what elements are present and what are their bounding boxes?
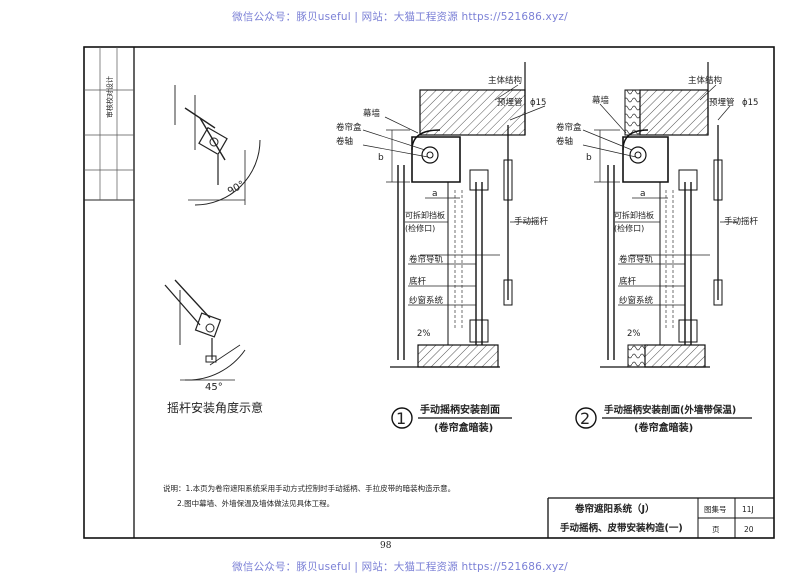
angle-45-label: 45° <box>205 382 223 393</box>
s1-dim-b: b <box>378 153 384 163</box>
s2-main-structure: 主体结构 <box>688 75 722 86</box>
s2-phi: ϕ15 <box>742 98 758 108</box>
page-number: 98 <box>380 541 392 551</box>
s1-box: 卷帘盒 <box>336 122 362 133</box>
s1-pre-buried-pipe: 预埋管 <box>497 97 523 108</box>
watermark-top: 微信公众号：豚贝useful | 网站：大猫工程资源 https://52168… <box>232 11 568 23</box>
s2-curtain-wall: 幕墙 <box>592 95 610 106</box>
s2-number-circle <box>575 407 597 429</box>
s2-bottom-bar: 底杆 <box>619 276 637 287</box>
s1-screen: 纱窗系统 <box>409 295 444 306</box>
section-1-drawing <box>362 62 546 368</box>
s1-number: 1 <box>396 409 406 428</box>
s2-axle: 卷轴 <box>556 136 573 147</box>
s1-dim-a: a <box>432 189 438 199</box>
s2-dim-b: b <box>586 153 592 163</box>
s1-axle: 卷轴 <box>336 136 353 147</box>
s2-pre-buried-pipe: 预埋管 <box>709 97 735 108</box>
s2-access-door-2: (检修口) <box>614 223 644 233</box>
page-value: 20 <box>744 525 754 534</box>
angle-90-label: 90° <box>226 179 247 197</box>
page-label: 页 <box>712 525 720 534</box>
s1-access-door-2: (检修口) <box>405 223 435 233</box>
crank-angle-upper: 90° <box>174 85 261 206</box>
s1-bottom-bar: 底杆 <box>409 276 427 287</box>
s1-title: 手动摇柄安装剖面 <box>420 403 500 416</box>
note-line-2: 2.图中幕墙、外墙保温及墙体做法见具体工程。 <box>177 498 334 508</box>
crank-angle-caption: 摇杆安装角度示意 <box>167 400 263 415</box>
review-strip: 审核校对设计 <box>84 47 134 201</box>
crank-angle-lower: 45° <box>164 279 246 393</box>
s1-subtitle: (卷帘盒暗装) <box>434 421 493 434</box>
s2-subtitle: (卷帘盒暗装) <box>634 421 693 434</box>
s1-crank-rod: 手动摇杆 <box>514 216 549 227</box>
s2-guide-rail: 卷帘导轨 <box>619 254 654 265</box>
s2-screen: 纱窗系统 <box>619 295 654 306</box>
title-block <box>547 497 774 538</box>
s2-dim-a: a <box>640 189 646 199</box>
section-2-drawing <box>582 62 738 368</box>
s2-number: 2 <box>580 409 590 428</box>
s2-title: 手动摇柄安装剖面(外墙带保温) <box>604 404 736 416</box>
s1-curtain-wall: 幕墙 <box>363 108 381 119</box>
note-line-1: 说明：1.本页为卷帘遮阳系统采用手动方式控制时手动摇柄、手拉皮带的暗装构造示意。 <box>163 483 455 493</box>
atlas-label: 图集号 <box>704 504 727 514</box>
watermark-bottom: 微信公众号：豚贝useful | 网站：大猫工程资源 https://52168… <box>232 561 568 573</box>
s2-slope: 2% <box>627 329 641 339</box>
s1-access-door: 可拆卸挡板 <box>405 210 445 220</box>
s1-slope: 2% <box>417 329 431 339</box>
s1-phi: ϕ15 <box>530 98 546 108</box>
s1-main-structure: 主体结构 <box>488 75 522 86</box>
s2-box: 卷帘盒 <box>556 122 582 133</box>
atlas-value: 11J <box>742 505 754 514</box>
s2-access-door: 可拆卸挡板 <box>614 210 654 220</box>
s2-crank-rod: 手动摇杆 <box>724 216 759 227</box>
title-block-title-1: 卷帘遮阳系统（J） <box>574 503 655 515</box>
title-block-title-2: 手动摇柄、皮带安装构造(一) <box>560 522 683 534</box>
review-strip-label: 审核校对设计 <box>105 76 114 118</box>
s1-number-circle <box>391 407 413 429</box>
sheet-frame <box>83 46 775 539</box>
s1-guide-rail: 卷帘导轨 <box>409 254 444 265</box>
